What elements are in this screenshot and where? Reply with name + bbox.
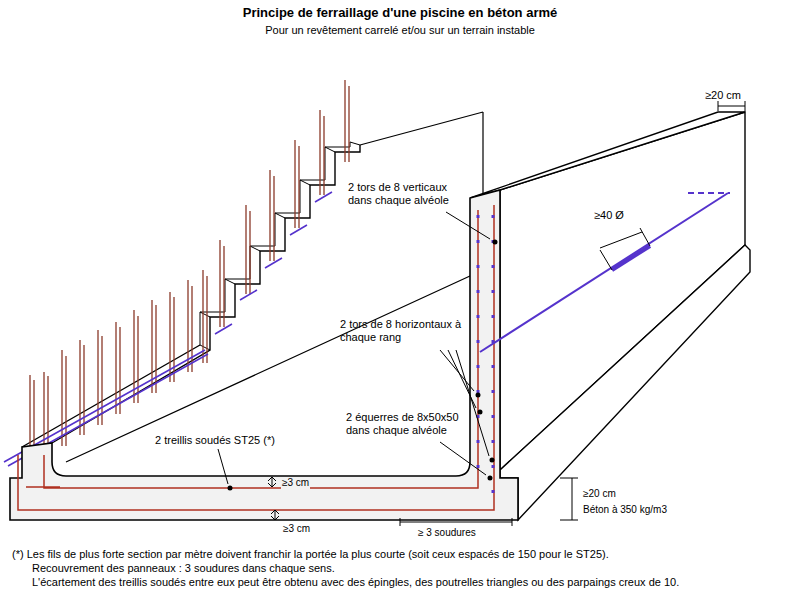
subtitle: Pour un revêtement carrelé et/ou sur un … — [265, 24, 535, 37]
footnote: L'écartement des treillis soudés entre e… — [32, 576, 679, 589]
bar-dots — [228, 240, 498, 491]
footing — [500, 245, 750, 520]
stirrup-marks — [478, 215, 493, 500]
callout-label: 2 tors de 8 verticaux dans chaque alvéol… — [348, 181, 466, 207]
dimension-label: ≥3 cm — [283, 523, 310, 535]
cover-dimension — [271, 510, 279, 520]
dimension-label: ≥ 3 soudures — [418, 527, 476, 539]
dimension-label: ≥3 cm — [281, 477, 310, 489]
diagram-title: Principe de ferraillage d'une piscine en… — [243, 5, 557, 21]
slab-dimension — [560, 478, 578, 520]
cross-section — [10, 190, 518, 520]
lap-length — [400, 518, 512, 526]
right-wall-top — [470, 112, 745, 198]
vertical-rebars — [30, 80, 349, 470]
horizontal-bars — [4, 192, 332, 466]
face-bar — [480, 193, 728, 352]
dimension-label: ≥40 Ø — [594, 209, 624, 222]
section-rebars — [18, 205, 494, 510]
stepped-wall — [22, 145, 360, 447]
bar-extension — [688, 192, 730, 194]
dimension-label: ≥20 cm — [583, 488, 616, 500]
callout-label: 2 équerres de 8x50x50 dans chaque alvéol… — [346, 411, 466, 437]
pool-far-edges — [66, 112, 483, 462]
footnote: (*) Les fils de plus forte section par m… — [12, 548, 609, 561]
material-note: Béton à 350 kg/m3 — [583, 504, 667, 516]
callout-label: 2 treillis soudés ST25 (*) — [155, 434, 275, 447]
lap-dimension — [600, 228, 650, 270]
dimension-label: ≥20 cm — [705, 89, 741, 102]
cover-dimension — [268, 477, 276, 487]
footnote: Recouvrement des panneaux : 3 soudures d… — [32, 562, 335, 575]
top-dimension — [718, 101, 745, 111]
bar-lap — [612, 246, 650, 270]
callout-label: 2 tors de 8 horizontaux à chaque rang — [340, 318, 466, 344]
